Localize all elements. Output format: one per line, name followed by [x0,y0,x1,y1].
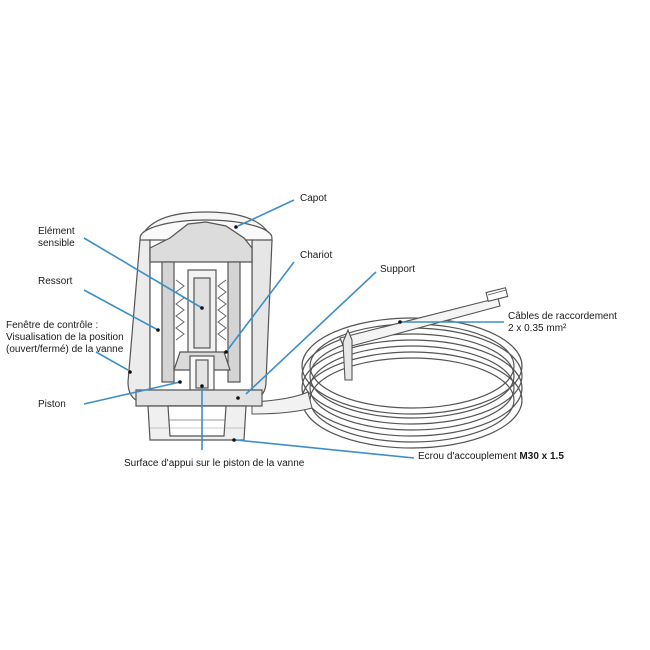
label-cables-line1: Câbles de raccordement [508,311,617,322]
label-element-sensible: Elément sensible [38,226,75,249]
label-ressort: Ressort [38,276,73,287]
leader-element-sensible [83,237,203,309]
label-cables-line2: 2 x 0.35 mm² [508,323,567,334]
label-piston: Piston [38,399,66,410]
leader-piston [83,381,181,405]
leader-ressort [83,289,159,331]
cable-tail [339,287,509,381]
cable-coil [301,317,523,449]
label-surface: Surface d'appui sur le piston de la vann… [124,458,305,469]
label-chariot: Chariot [300,250,333,261]
label-ecrou-prefix: Ecrou d'accouplement [418,451,520,462]
label-fenetre: Fenêtre de contrôle : Visualisation de l… [6,320,124,355]
label-ecrou-thread: M30 x 1.5 [519,451,564,462]
label-ecrou: Ecrou d'accouplement M30 x 1.5 [418,451,564,463]
leader-lines [83,199,504,459]
leader-chariot [225,261,295,353]
label-support: Support [380,264,416,275]
leader-support [245,271,377,395]
actuator-body [127,211,273,441]
label-capot: Capot [300,193,327,204]
leader-ecrou [235,439,415,459]
leader-dots [128,225,402,442]
leader-capot [237,199,295,227]
leader-fenetre [95,351,129,371]
cable-link [251,391,313,415]
